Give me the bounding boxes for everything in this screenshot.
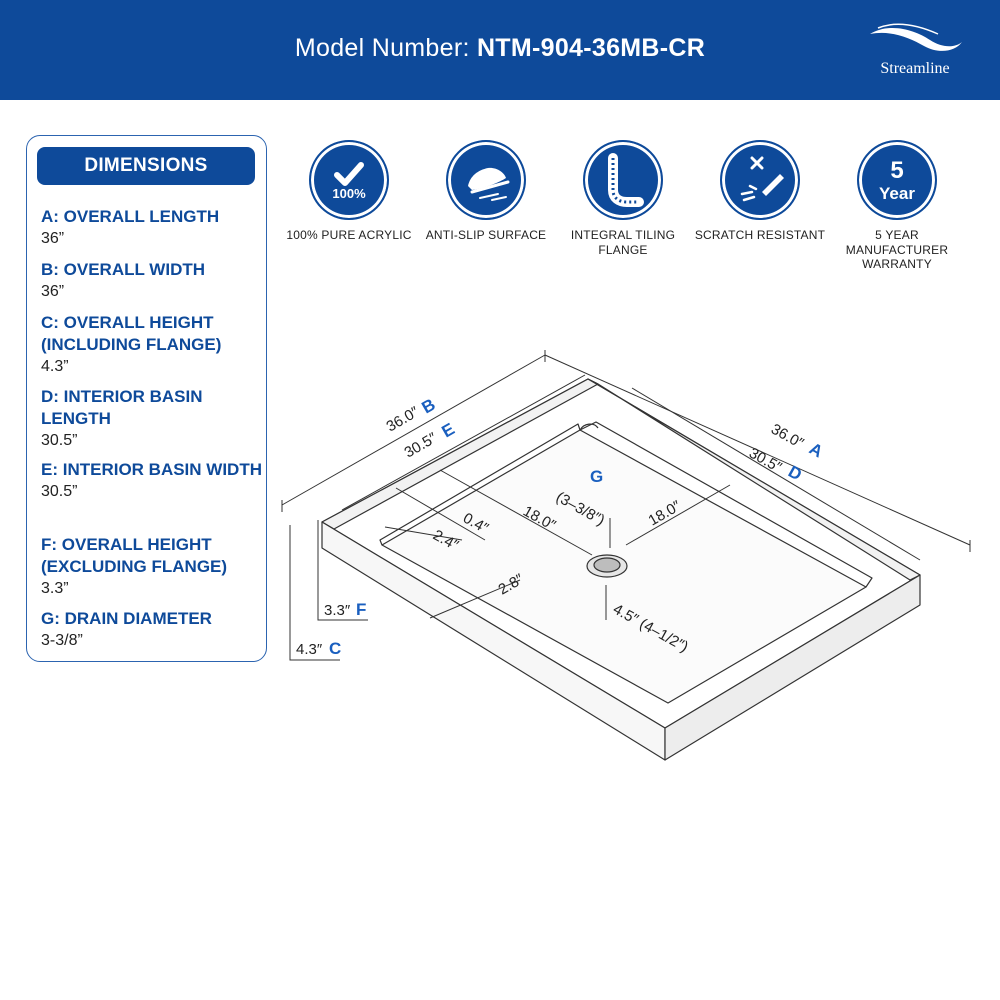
dimension-value: 3-3/8” — [41, 632, 83, 649]
dimension-item-f: F: OVERALL HEIGHT (EXCLUDING FLANGE) 3.3… — [41, 534, 263, 599]
dimension-lines — [281, 350, 971, 661]
dimension-item-g: G: DRAIN DIAMETER 3-3/8” — [41, 608, 263, 651]
callout-interior-width-letter: E — [439, 419, 458, 441]
dim-line-flange — [395, 487, 486, 541]
dim-ticks — [281, 350, 971, 552]
feature-label: 100% PURE ACRYLIC — [286, 228, 412, 242]
callout-overall-length-letter: A — [806, 439, 826, 462]
dimension-value: 36” — [41, 283, 65, 300]
dimension-label: E: INTERIOR BASIN WIDTH — [41, 460, 262, 479]
dim-line-a — [544, 354, 971, 546]
tiling-flange-right — [587, 378, 921, 581]
feature-label: INTEGRAL TILING FLANGE — [570, 228, 676, 257]
dimension-value: 36” — [41, 230, 65, 247]
dimension-item-c: C: OVERALL HEIGHT (INCLUDING FLANGE) 4.3… — [41, 312, 263, 377]
dim-line-f — [317, 520, 368, 621]
warranty-icon: 5 Year — [857, 140, 937, 220]
basin-corner — [579, 423, 599, 431]
callout-height-incl-value: 4.3″ — [296, 641, 323, 658]
dimension-label: F: OVERALL HEIGHT (EXCLUDING FLANGE) — [41, 535, 228, 576]
callout-interior-length-value: 30.5″ — [746, 445, 785, 477]
brand-logo: Streamline — [860, 22, 970, 82]
tiling-flange-icon — [583, 140, 663, 220]
callout-overall-width-letter: B — [419, 395, 439, 418]
drain-inner — [593, 557, 621, 573]
feature-label: 5 YEAR MANUFACTURER WARRANTY — [845, 228, 949, 271]
dimension-label: D: INTERIOR BASIN LENGTH — [41, 387, 203, 428]
front-right-face — [664, 574, 921, 761]
dimensions-panel — [26, 135, 267, 662]
callout-overall-length-value: 36.0″ — [768, 421, 807, 453]
basin-wall-right — [579, 421, 873, 588]
dim-line-d — [631, 387, 921, 561]
dimension-item-a: A: OVERALL LENGTH 36” — [41, 206, 263, 249]
header-bar: Model Number: NTM-904-36MB-CR Streamline — [0, 0, 1000, 100]
dimension-item-b: B: OVERALL WIDTH 36” — [41, 259, 263, 302]
model-number-value: NTM-904-36MB-CR — [476, 34, 706, 62]
scratch-resistant-icon — [720, 140, 800, 220]
dimensions-heading: DIMENSIONS — [37, 147, 255, 185]
dimension-label: B: OVERALL WIDTH — [41, 260, 206, 279]
callout-overall-width-value: 36.0″ — [384, 403, 423, 435]
feature-label: SCRATCH RESISTANT — [694, 228, 826, 242]
dim-line-rim — [384, 526, 463, 541]
callout-drain-letter: G — [590, 467, 603, 486]
dimension-value: 3.3” — [41, 580, 69, 597]
dim-line-front-rim — [429, 579, 521, 619]
callout-height-excl-letter: F — [356, 600, 366, 619]
dimension-value: 30.5” — [41, 483, 78, 500]
basin-wall-left — [379, 423, 581, 546]
shower-base-diagram: 36.0″ B 30.5″ E 36.0″ A 30.5″ D G (3–3/8… — [281, 350, 971, 761]
callout-height-excl-value: 3.3″ — [324, 602, 351, 619]
dimension-value: 4.3” — [41, 358, 69, 375]
dimension-item-e: E: INTERIOR BASIN WIDTH 30.5” — [41, 459, 263, 502]
warranty-number: 5 — [890, 157, 903, 184]
dim-line-e — [341, 374, 586, 511]
wave-logo-icon — [870, 23, 962, 51]
dim-line-c — [289, 525, 340, 661]
feature-label: ANTI-SLIP SURFACE — [425, 228, 547, 242]
warranty-text: Year — [879, 184, 915, 203]
shoe-slip-icon — [446, 140, 526, 220]
dim-line-drain-left — [439, 469, 593, 556]
dimension-label: G: DRAIN DIAMETER — [41, 609, 212, 628]
dim-line-b — [281, 354, 546, 506]
page-title: Model Number: NTM-904-36MB-CR — [0, 34, 1000, 63]
dimension-item-d: D: INTERIOR BASIN LENGTH 30.5” — [41, 386, 263, 451]
feature-badge-text: 100% — [332, 186, 366, 201]
dimension-value: 30.5” — [41, 432, 78, 449]
callout-height-incl-letter: C — [329, 639, 341, 658]
dim-line-drain-right — [625, 484, 731, 546]
dimension-label: C: OVERALL HEIGHT (INCLUDING FLANGE) — [41, 313, 222, 354]
dimension-label: A: OVERALL LENGTH — [41, 207, 220, 226]
model-number-label: Model Number: — [294, 34, 470, 62]
brand-name: Streamline — [880, 60, 950, 77]
checkmark-icon: 100% — [309, 140, 389, 220]
